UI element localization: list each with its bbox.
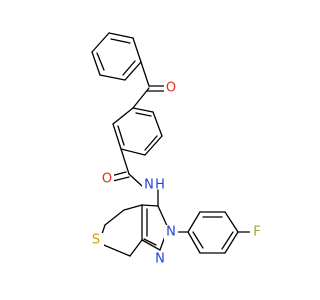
amide-oxygen-label: O [102,172,112,187]
carbonyl-oxygen-label: O [166,81,176,96]
molecule-diagram: O O N H S N N F [90,32,264,267]
atom-labels: O O N H S N N F [90,81,264,267]
amide-nitrogen-label: N [144,178,154,193]
fluorine-label: F [253,225,260,240]
sulfur-label: S [92,233,100,248]
ketone-group [140,61,166,92]
thienopyrazole-core [98,204,169,257]
pyrazole-n2-label: N [166,225,176,240]
fluorophenyl-ring [173,211,252,254]
benzoyl-phenyl-ring [91,32,142,81]
amide-group [110,148,159,207]
pyrazole-n1-label: N [155,252,165,267]
amide-hydrogen-label: H [155,178,165,193]
central-benzene-ring [112,87,163,156]
structure-canvas: O O N H S N N F [90,32,264,267]
